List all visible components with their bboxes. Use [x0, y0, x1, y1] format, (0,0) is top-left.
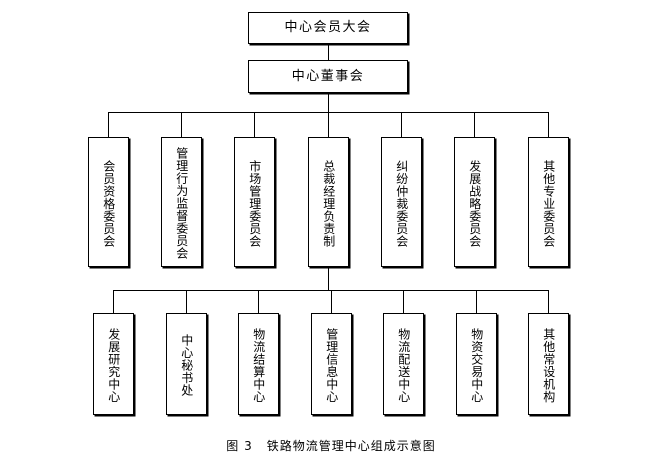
- connector-drop-committee-5: [401, 112, 402, 137]
- connector-department-bus: [113, 290, 548, 291]
- node-department-logistics-settlement-center: 物流结算中心: [238, 313, 279, 415]
- node-member-assembly-label: 中心会员大会: [284, 20, 372, 36]
- node-department-logistics-settlement-center-label: 物流结算中心: [251, 328, 266, 403]
- connector-drop-committee-3: [254, 112, 255, 137]
- node-committee-dispute-arbitration: 纠纷仲裁委员会: [381, 137, 422, 267]
- figure-caption: 图 3 铁路物流管理中心组成示意图: [0, 437, 662, 454]
- figure-caption-number: 图 3: [226, 439, 253, 453]
- node-department-other-standing-bodies: 其他常设机构: [528, 313, 569, 415]
- node-board-of-directors: 中心董事会: [248, 60, 408, 93]
- node-committee-membership-qualification-label: 会员资格委员会: [101, 159, 116, 248]
- figure-caption-text: 铁路物流管理中心组成示意图: [266, 439, 436, 453]
- connector-drop-department-6: [476, 290, 477, 313]
- connector-drop-committee-6: [474, 112, 475, 137]
- connector-drop-department-1: [113, 290, 114, 313]
- node-department-management-information-center-label: 管理信息中心: [324, 328, 339, 403]
- connector-assembly-to-board: [328, 44, 329, 60]
- node-committee-development-strategy-label: 发展战略委员会: [467, 159, 482, 248]
- connector-board-stem: [328, 93, 329, 112]
- connector-drop-department-3: [258, 290, 259, 313]
- connector-drop-committee-1: [108, 112, 109, 137]
- node-committee-management-conduct-supervision: 管理行为监督委员会: [161, 137, 202, 267]
- node-department-center-secretariat-label: 中心秘书处: [179, 334, 194, 397]
- node-department-other-standing-bodies-label: 其他常设机构: [541, 328, 556, 403]
- node-committee-market-management-label: 市场管理委员会: [247, 159, 262, 248]
- node-department-materials-trading-center-label: 物资交易中心: [469, 328, 484, 403]
- connector-drop-committee-7: [548, 112, 549, 137]
- node-department-center-secretariat: 中心秘书处: [166, 313, 207, 415]
- node-department-development-research-center: 发展研究中心: [93, 313, 134, 415]
- node-department-materials-trading-center: 物资交易中心: [456, 313, 497, 415]
- connector-drop-committee-2: [181, 112, 182, 137]
- node-committee-dispute-arbitration-label: 纠纷仲裁委员会: [394, 159, 409, 248]
- node-committee-membership-qualification: 会员资格委员会: [88, 137, 129, 267]
- connector-drop-department-5: [403, 290, 404, 313]
- connector-drop-committee-4: [328, 112, 329, 137]
- connector-drop-department-4: [331, 290, 332, 313]
- node-department-development-research-center-label: 发展研究中心: [106, 328, 121, 403]
- connector-drop-department-2: [186, 290, 187, 313]
- node-committee-other-professional: 其他专业委员会: [528, 137, 569, 267]
- node-member-assembly: 中心会员大会: [248, 12, 408, 44]
- node-president-manager-responsibility-system: 总裁经理负责制: [308, 137, 349, 267]
- node-president-manager-responsibility-system-label: 总裁经理负责制: [321, 159, 336, 248]
- node-committee-other-professional-label: 其他专业委员会: [541, 159, 556, 248]
- connector-drop-department-7: [548, 290, 549, 313]
- node-committee-market-management: 市场管理委员会: [234, 137, 275, 267]
- node-department-logistics-distribution-center: 物流配送中心: [383, 313, 424, 415]
- node-department-logistics-distribution-center-label: 物流配送中心: [396, 328, 411, 403]
- connector-president-stem: [328, 267, 329, 290]
- node-board-of-directors-label: 中心董事会: [291, 68, 365, 84]
- node-department-management-information-center: 管理信息中心: [311, 313, 352, 415]
- node-committee-development-strategy: 发展战略委员会: [454, 137, 495, 267]
- node-committee-management-conduct-supervision-label: 管理行为监督委员会: [174, 147, 189, 260]
